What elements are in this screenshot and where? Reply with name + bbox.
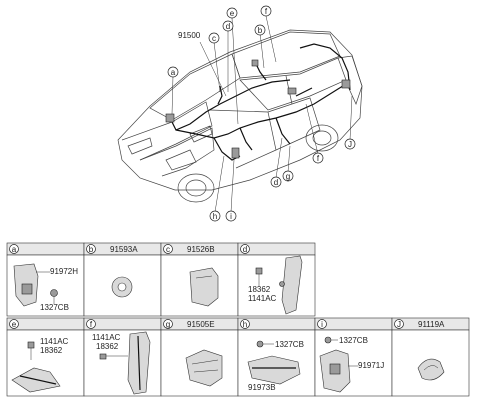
svg-text:J: J	[397, 320, 401, 329]
leader-lines	[171, 15, 353, 213]
cell-h: h 1327CB 91973B	[237, 317, 316, 397]
cell-d: d 18362 1141AC	[237, 242, 316, 317]
cell-c-header: 91526B	[187, 245, 215, 254]
callout-g: g	[282, 170, 294, 182]
svg-text:f: f	[265, 7, 268, 16]
cell-h-label-2: 91973B	[248, 383, 276, 392]
svg-text:d: d	[226, 22, 230, 31]
callouts: a b c d e f J f	[167, 5, 356, 222]
parts-grid: a 91972H 1327CB b 91593A c 91526B	[6, 242, 470, 397]
cell-b-header: 91593A	[110, 245, 138, 254]
svg-text:J: J	[348, 140, 352, 149]
svg-text:e: e	[12, 320, 17, 329]
cell-b: b 91593A	[83, 242, 162, 317]
cell-f: f 1141AC 18362	[83, 317, 162, 397]
svg-text:d: d	[243, 245, 247, 254]
cell-h-label-1: 1327CB	[275, 340, 304, 349]
cell-g: g 91505E	[160, 317, 239, 397]
svg-text:e: e	[230, 9, 235, 18]
cell-g-header: 91505E	[187, 320, 215, 329]
callout-b: b	[254, 24, 266, 36]
svg-text:f: f	[90, 320, 93, 329]
callout-i: i	[225, 210, 237, 222]
cell-d-label-2: 1141AC	[248, 294, 277, 303]
cell-a-label-2: 1327CB	[40, 303, 69, 312]
svg-text:a: a	[12, 245, 17, 254]
cell-c: c 91526B	[160, 242, 239, 317]
cell-e: e 1141AC 18362	[6, 317, 85, 397]
svg-text:h: h	[243, 320, 247, 329]
svg-text:c: c	[212, 34, 216, 43]
svg-text:b: b	[258, 26, 263, 35]
callout-e: e	[226, 7, 238, 19]
svg-text:b: b	[89, 245, 94, 254]
main-part-number: 91500	[178, 31, 201, 40]
callout-f-top: f	[260, 5, 272, 17]
svg-text:h: h	[213, 212, 217, 221]
cell-i: i 1327CB 91971J	[314, 317, 393, 397]
callout-j: J	[344, 138, 356, 150]
wiring-harness	[165, 43, 351, 161]
svg-text:f: f	[317, 154, 320, 163]
svg-text:a: a	[171, 68, 176, 77]
callout-f-bottom: f	[312, 152, 324, 164]
car-illustration	[117, 29, 363, 203]
cell-a: a 91972H 1327CB	[6, 242, 85, 317]
svg-text:g: g	[166, 320, 170, 329]
cell-d-label-1: 18362	[248, 285, 271, 294]
cell-j-header: 91119A	[418, 320, 445, 329]
svg-text:i: i	[321, 320, 323, 329]
cell-f-label-1: 1141AC	[92, 333, 121, 342]
svg-text:g: g	[286, 172, 290, 181]
svg-text:c: c	[166, 245, 170, 254]
svg-text:i: i	[230, 212, 232, 221]
callout-d-bottom: d	[270, 176, 282, 188]
callout-a: a	[167, 66, 179, 78]
callout-d-top: d	[222, 20, 234, 32]
cell-e-label-1: 1141AC	[40, 337, 69, 346]
cell-i-label-2: 91971J	[358, 361, 384, 370]
cell-j: J 91119A	[391, 317, 470, 397]
cell-f-label-2: 18362	[96, 342, 119, 351]
cell-a-label-1: 91972H	[50, 267, 78, 276]
callout-h: h	[209, 210, 221, 222]
svg-text:d: d	[274, 178, 278, 187]
cell-i-label-1: 1327CB	[339, 336, 368, 345]
callout-c: c	[208, 32, 220, 44]
cell-e-label-2: 18362	[40, 346, 63, 355]
